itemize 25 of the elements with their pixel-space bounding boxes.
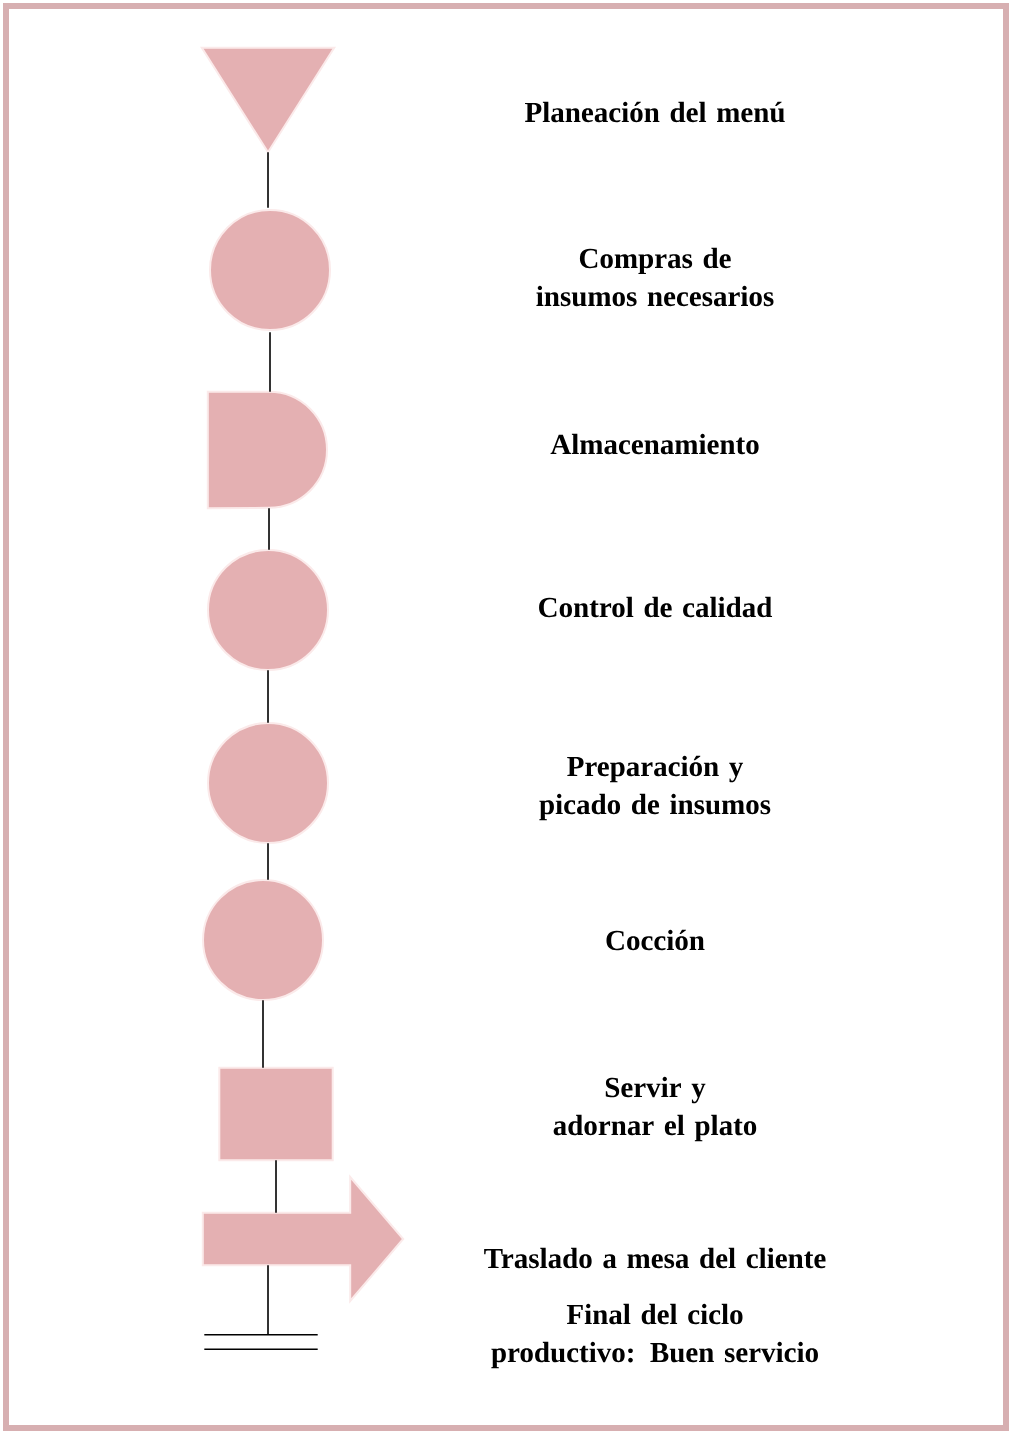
circle-symbol bbox=[207, 722, 329, 844]
step-label: Cocción bbox=[606, 929, 705, 951]
circle-symbol bbox=[202, 879, 324, 1001]
connector-line bbox=[267, 1264, 269, 1336]
step-label: Almacenamiento bbox=[550, 433, 759, 455]
step-label: Control de calidad bbox=[539, 596, 773, 618]
step-label: Traslado a mesa del cliente bbox=[484, 1247, 826, 1269]
connector-line bbox=[267, 151, 269, 209]
end-bars-symbol bbox=[203, 1334, 319, 1350]
connector-line bbox=[262, 999, 264, 1069]
square-symbol bbox=[218, 1066, 334, 1162]
step-label: Preparación y picado de insumos bbox=[539, 755, 771, 821]
delay-symbol bbox=[206, 390, 328, 510]
connector-line bbox=[267, 842, 269, 881]
step-label: Planeación del menú bbox=[525, 101, 785, 123]
step-label: Servir y adornar el plato bbox=[553, 1076, 757, 1142]
block-arrow-symbol bbox=[201, 1174, 405, 1304]
circle-symbol bbox=[207, 549, 329, 671]
connector-line bbox=[267, 669, 269, 724]
step-label: Compras de insumos necesarios bbox=[536, 247, 774, 307]
connector-line bbox=[275, 1159, 277, 1214]
connector-line bbox=[268, 507, 270, 551]
circle-symbol bbox=[209, 209, 331, 331]
connector-line bbox=[269, 331, 271, 393]
step-label: Final del ciclo productivo: Buen servicio bbox=[491, 1303, 818, 1369]
